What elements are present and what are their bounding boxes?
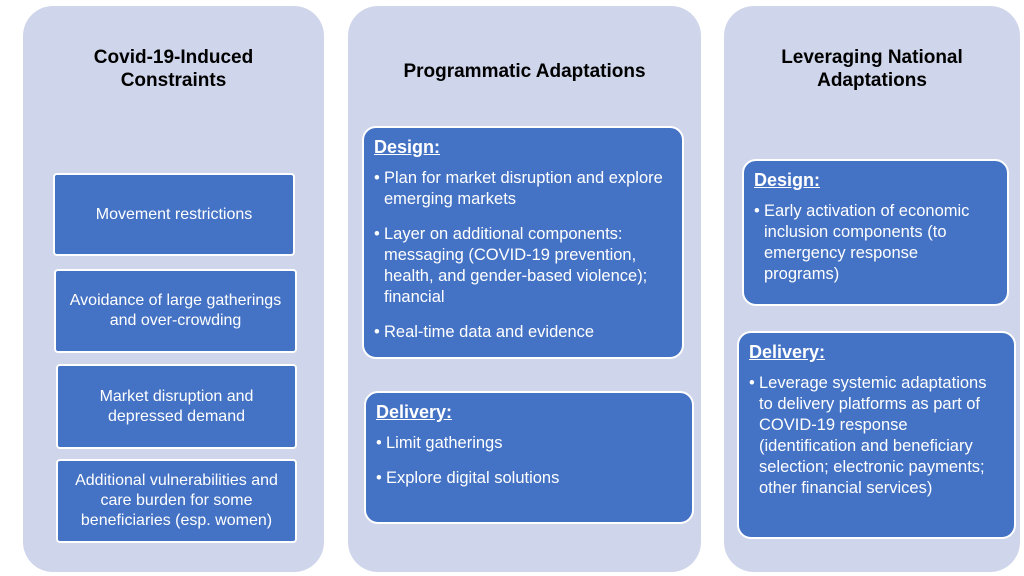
programmatic-design-bullet: •Real-time data and evidence bbox=[374, 323, 595, 341]
programmatic-design-card: Design: •Plan for market disruption and … bbox=[362, 126, 684, 359]
programmatic-design-bullet: •Layer on additional components: messagi… bbox=[374, 225, 648, 306]
national-design-card: Design: •Early activation of economic in… bbox=[742, 159, 1009, 306]
constraints-title: Covid-19-Induced Constraints bbox=[93, 47, 254, 91]
national-delivery-card: Delivery: •Leverage systemic adaptations… bbox=[737, 331, 1016, 539]
programmatic-delivery-bullet: •Explore digital solutions bbox=[376, 469, 560, 487]
national-design-bullet: •Early activation of economic inclusion … bbox=[754, 202, 970, 283]
national-title: Leveraging National Adaptations bbox=[781, 47, 963, 91]
programmatic-design-heading: Design: bbox=[374, 137, 441, 157]
constraint-box-market: Market disruption and depressed demand bbox=[56, 364, 297, 449]
constraint-box-gatherings: Avoidance of large gatherings and over-c… bbox=[54, 269, 297, 353]
national-delivery-heading: Delivery: bbox=[749, 342, 826, 362]
programmatic-design-bullet: •Plan for market disruption and explore … bbox=[374, 169, 663, 208]
constraint-box-vulnerabilities: Additional vulnerabilities and care burd… bbox=[56, 459, 297, 543]
programmatic-title: Programmatic Adaptations bbox=[403, 61, 646, 82]
programmatic-delivery-bullet: •Limit gatherings bbox=[376, 434, 503, 452]
constraint-box-movement: Movement restrictions bbox=[53, 173, 295, 256]
programmatic-delivery-heading: Delivery: bbox=[376, 402, 453, 422]
national-design-heading: Design: bbox=[754, 170, 821, 190]
programmatic-delivery-card: Delivery: •Limit gatherings •Explore dig… bbox=[364, 391, 694, 524]
national-delivery-bullet: •Leverage systemic adaptations to delive… bbox=[749, 374, 987, 497]
